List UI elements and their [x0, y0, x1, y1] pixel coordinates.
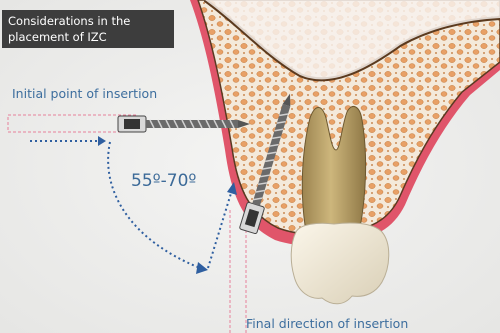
title-line-2: placement of IZC [8, 29, 168, 45]
angle-label: 55º-70º [131, 171, 196, 191]
title-line-1: Considerations in the [8, 13, 168, 29]
title-box: Considerations in the placement of IZC [2, 10, 174, 48]
tooth-crown [291, 223, 389, 304]
initial-point-label: Initial point of insertion [12, 86, 157, 101]
final-direction-label: Final direction of insertion [246, 316, 408, 331]
